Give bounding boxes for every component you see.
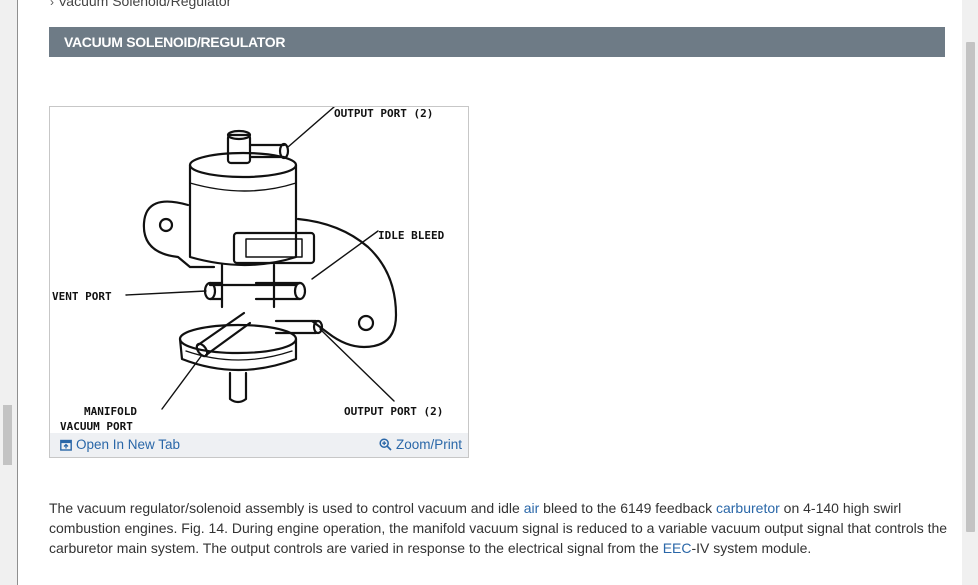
paragraph-text-3: on 4-140 high swirl combustion engines. … xyxy=(49,500,948,556)
vacuum-solenoid-diagram: OUTPUT PORT (2) IDLE BLEED VENT PORT MAN… xyxy=(52,107,445,433)
right-scrollbar-thumb[interactable] xyxy=(966,42,975,532)
description-paragraph: The vacuum regulator/solenoid assembly i… xyxy=(49,498,953,558)
left-scrollbar[interactable] xyxy=(0,0,17,585)
zoom-print-label[interactable]: Zoom/Print xyxy=(395,437,462,452)
open-in-new-tab-link[interactable]: Open In New Tab xyxy=(60,437,180,452)
eec-link[interactable]: EEC xyxy=(662,540,692,556)
breadcrumb-label[interactable]: Vacuum Solenoid/Regulator xyxy=(58,0,232,9)
zoom-print-link[interactable]: Zoom/Print xyxy=(379,437,462,452)
content-panel: › Vacuum Solenoid/Regulator VACUUM SOLENO… xyxy=(17,0,963,585)
figure-card: OUTPUT PORT (2) IDLE BLEED VENT PORT MAN… xyxy=(49,106,469,458)
label-output-port-top: OUTPUT PORT (2) xyxy=(334,107,433,120)
label-idle-bleed: IDLE BLEED xyxy=(378,229,445,242)
left-scrollbar-thumb[interactable] xyxy=(3,405,12,465)
open-in-new-tab-label[interactable]: Open In New Tab xyxy=(76,437,181,452)
label-output-port-bottom: OUTPUT PORT (2) xyxy=(344,405,443,418)
section-header: VACUUM SOLENOID/REGULATOR xyxy=(49,27,945,57)
paragraph-text-2: bleed to the 6149 feedback xyxy=(539,500,716,516)
label-vacuum-port: VACUUM PORT xyxy=(60,420,133,433)
label-vent-port: VENT PORT xyxy=(52,290,112,303)
carburetor-link[interactable]: carburetor xyxy=(715,500,780,516)
new-tab-icon xyxy=(60,439,72,451)
right-scrollbar[interactable] xyxy=(962,0,978,585)
figure-toolbar: Open In New Tab Zoom/Print xyxy=(50,433,468,457)
zoom-in-icon xyxy=(379,438,392,451)
breadcrumb[interactable]: › Vacuum Solenoid/Regulator xyxy=(50,0,231,9)
paragraph-text-1: The vacuum regulator/solenoid assembly i… xyxy=(49,500,524,516)
section-title: VACUUM SOLENOID/REGULATOR xyxy=(64,34,286,50)
paragraph-text-4: -IV system module. xyxy=(691,540,812,556)
label-manifold: MANIFOLD xyxy=(84,405,137,418)
air-link[interactable]: air xyxy=(523,500,540,516)
chevron-right-icon: › xyxy=(50,0,54,9)
